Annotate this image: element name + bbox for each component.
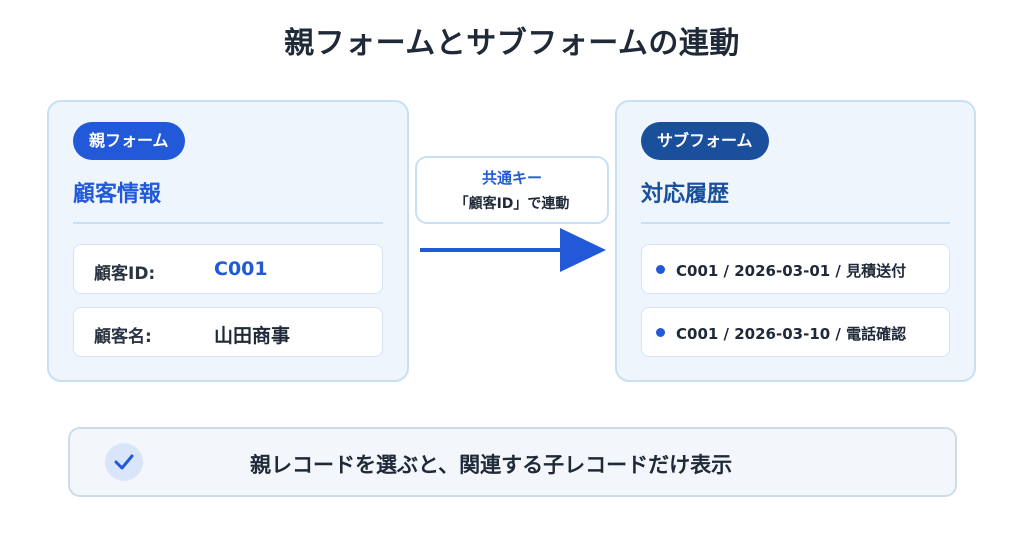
bullet-icon (656, 328, 665, 337)
note-text: 親レコードを選ぶと、関連する子レコードだけ表示 (250, 453, 733, 477)
list-item: C001 / 2026-03-10 / 電話確認 (641, 307, 950, 357)
record-text: C001 / 2026-03-01 / 見積送付 (676, 262, 907, 280)
subform-divider (641, 222, 950, 224)
customer-id-value: C001 (214, 258, 268, 280)
parent-form-panel: 親フォーム 顧客情報 顧客ID: C001 顧客名: 山田商事 (47, 100, 409, 382)
customer-id-label: 顧客ID: (94, 264, 156, 284)
customer-id-field: 顧客ID: C001 (73, 244, 383, 294)
subform-heading: 対応履歴 (641, 182, 730, 207)
check-badge (105, 443, 143, 481)
parent-divider (73, 222, 383, 224)
subform-badge: サブフォーム (641, 122, 769, 160)
common-key-title: 共通キー (481, 169, 542, 187)
note-bar: 親レコードを選ぶと、関連する子レコードだけ表示 (68, 427, 957, 497)
record-text: C001 / 2026-03-10 / 電話確認 (676, 325, 907, 343)
list-item: C001 / 2026-03-01 / 見積送付 (641, 244, 950, 294)
link-arrow-icon (420, 228, 606, 272)
page-title: 親フォームとサブフォームの連動 (284, 26, 740, 61)
subform-panel: サブフォーム 対応履歴 C001 / 2026-03-01 / 見積送付 C00… (615, 100, 976, 382)
common-key-subtitle: 「顧客ID」で連動 (454, 196, 570, 212)
parent-form-heading: 顧客情報 (73, 182, 162, 207)
check-icon (114, 454, 134, 470)
customer-name-field: 顧客名: 山田商事 (73, 307, 383, 357)
customer-name-value: 山田商事 (214, 325, 291, 347)
customer-name-label: 顧客名: (94, 327, 152, 347)
parent-form-badge: 親フォーム (73, 122, 185, 160)
bullet-icon (656, 265, 665, 274)
common-key-box: 共通キー 「顧客ID」で連動 (415, 156, 609, 224)
